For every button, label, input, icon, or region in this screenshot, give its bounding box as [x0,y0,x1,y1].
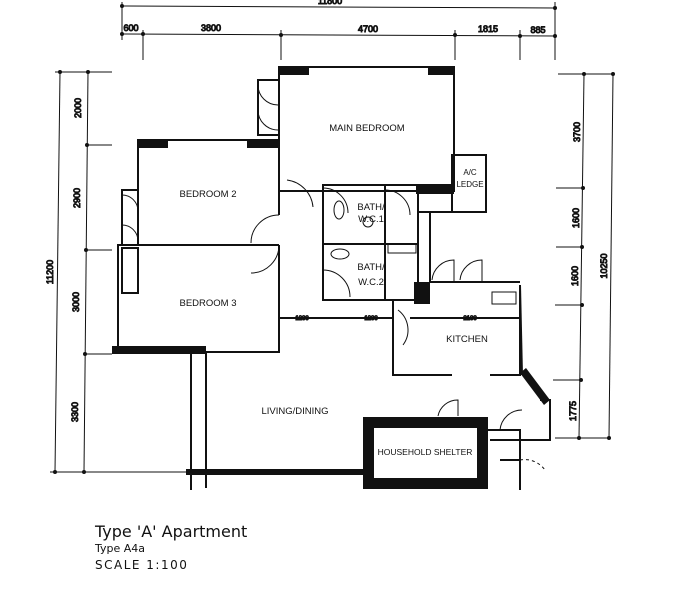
structural-walls [112,66,550,489]
dim-right-1: 3700 [572,122,582,142]
dim-top-1: 600 [123,23,138,33]
dim-top-total: 11800 [318,0,342,6]
room-label-bath1-b: W.C.1 [358,214,384,225]
door-bedroom2[interactable] [250,214,280,244]
dim-top-5: 885 [530,25,545,35]
room-label-bath2: BATH/ [357,262,385,273]
dim-right-4: 1775 [568,401,578,421]
opening-height-2: 1200 [364,316,378,322]
room-label-bedroom-3: BEDROOM 3 [179,298,236,309]
opening-height-3: 2100 [463,316,477,322]
room-label-household-shelter: HOUSEHOLD SHELTER [378,447,473,457]
dim-right-3: 1600 [570,266,580,286]
room-label-bath2-b: W.C.2 [358,277,384,288]
doors [121,84,546,471]
caption: Type 'A' Apartment Type A4a SCALE 1:100 [95,522,247,574]
room-label-ac-ledge: A/C [463,168,477,177]
room-label-ac-ledge-b: LEDGE [456,180,483,189]
opening-height-1: 1200 [295,316,309,322]
room-label-kitchen: KITCHEN [446,334,488,345]
basin-icon [330,248,350,260]
door-kitchen[interactable] [397,309,409,346]
top-dimensions [120,2,557,60]
dim-right-2: 1600 [571,208,581,228]
dim-left-total: 11200 [45,260,55,284]
dim-left-2: 2900 [72,188,82,208]
room-label-living-dining: LIVING/DINING [261,406,328,417]
door-main-bedroom[interactable] [286,179,314,208]
caption-title: Type 'A' Apartment [95,522,248,541]
caption-subtitle: Type A4a [95,542,146,555]
door-bedroom3[interactable] [250,244,280,274]
room-label-main-bedroom: MAIN BEDROOM [329,123,405,134]
dim-left-3: 3000 [71,292,81,312]
dim-left-4: 3300 [70,402,80,422]
fixtures [330,200,517,305]
caption-scale: SCALE 1:100 [95,558,189,572]
room-label-bedroom-2: BEDROOM 2 [179,189,236,200]
door-entrance[interactable] [519,459,546,471]
basin-icon [362,216,374,228]
right-dimensions [553,72,615,440]
door-shelter[interactable] [437,399,459,417]
dim-top-3: 4700 [358,24,378,34]
shelter-interior [374,428,477,478]
left-dimensions [50,70,190,474]
dim-left-1: 2000 [73,98,83,118]
toilet-icon [333,200,345,220]
stove-icon [491,291,517,305]
dim-top-4: 1815 [478,24,498,34]
sink-icon [387,243,417,254]
dim-top-2: 3800 [201,23,221,33]
dim-right-total: 10250 [599,253,609,278]
room-label-bath1: BATH/ [357,202,385,213]
